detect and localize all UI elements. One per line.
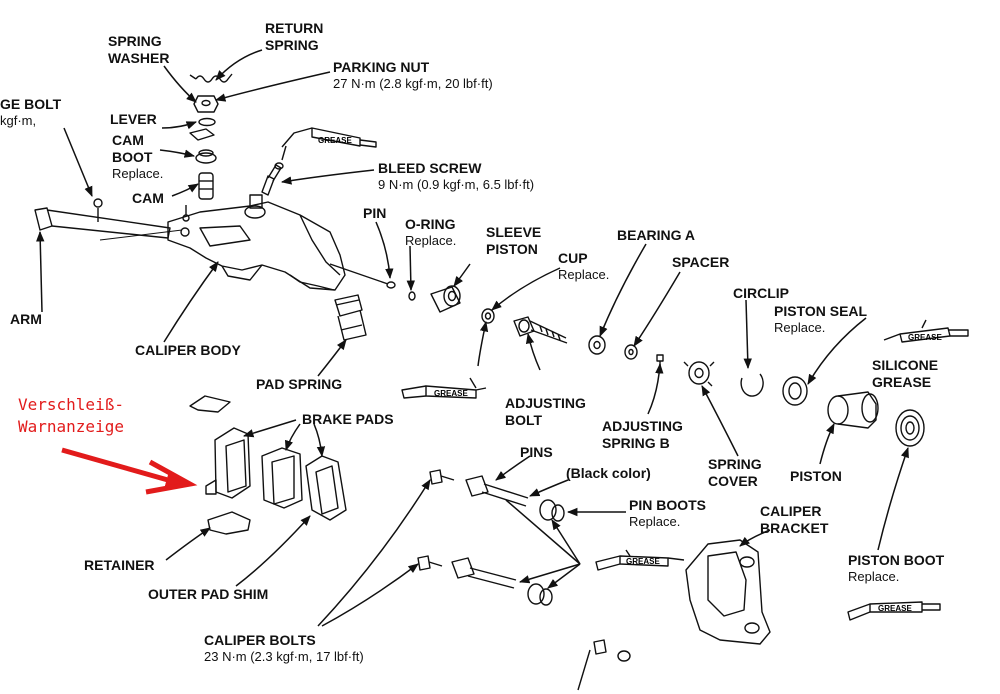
bearing-a-part: [588, 335, 606, 355]
grease-tags: GREASE GREASE GREASE GREASE GREASE: [318, 136, 942, 613]
label-black-color: (Black color): [566, 465, 651, 481]
pad-clip-part: [189, 395, 231, 413]
cam-boot-part: [195, 149, 217, 164]
arm-part: [34, 198, 171, 239]
label-pin: PIN: [363, 205, 387, 221]
label-cup: CUP Replace.: [558, 250, 610, 282]
outer-brake-pad-part: [305, 455, 347, 521]
wear-indicator-arrow: [61, 447, 186, 490]
label-ge-bolt: GE BOLT kgf·m,: [0, 96, 62, 128]
pin-part: [329, 263, 396, 289]
parking-nut-part: [193, 95, 219, 113]
label-pad-spring: PAD SPRING: [256, 376, 343, 392]
label-pin-boots: PIN BOOTS Replace.: [629, 497, 707, 529]
label-cam: CAM: [132, 190, 164, 206]
grease-tag-top: GREASE: [318, 136, 352, 145]
label-silicone-grease: SILICONE GREASE: [872, 357, 939, 390]
grease-tag-middle: GREASE: [626, 557, 660, 566]
label-brake-pads: BRAKE PADS: [302, 411, 394, 427]
grease-tag-right: GREASE: [908, 333, 942, 342]
label-caliper-bolts: CALIPER BOLTS 23 N·m (2.3 kgf·m, 17 lbf·…: [204, 632, 364, 664]
label-bearing-a: BEARING A: [617, 227, 696, 243]
label-spring-washer: SPRING WASHER: [108, 33, 170, 66]
upper-pin-part: [465, 475, 529, 507]
cam-part: [198, 172, 214, 200]
label-caliper-bracket: CALIPER BRACKET: [760, 503, 829, 536]
label-pins: PINS: [520, 444, 553, 460]
grease-tube-left: [401, 377, 487, 399]
circlip-part: [740, 373, 764, 397]
grease-tube-top: [281, 127, 377, 161]
label-cam-boot: CAM BOOT Replace.: [112, 132, 164, 181]
grease-tube-middle: [595, 549, 685, 571]
grease-tube-bottom: [847, 601, 941, 621]
label-piston-boot: PISTON BOOT Replace.: [848, 552, 945, 584]
lever-part: [189, 117, 216, 141]
spacer-part: [624, 344, 638, 360]
label-spring-cover: SPRING COVER: [708, 456, 762, 489]
sleeve-piston-part: [430, 285, 461, 313]
bleed-screw-part: [261, 162, 284, 196]
piston-part: [827, 391, 879, 429]
label-sleeve-piston: SLEEVE PISTON: [486, 224, 542, 257]
pad-spring-part: [334, 294, 367, 341]
label-adjusting-bolt: ADJUSTING BOLT: [505, 395, 586, 428]
label-bleed-screw: BLEED SCREW 9 N·m (0.9 kgf·m, 6.5 lbf·ft…: [378, 160, 535, 192]
caliper-bracket-part: [685, 539, 771, 645]
leader-arrows: [36, 49, 909, 627]
label-outer-pad-shim: OUTER PAD SHIM: [148, 586, 269, 602]
label-adjusting-spring-b: ADJUSTING SPRING B: [602, 418, 683, 451]
lower-pin-part: [451, 557, 517, 589]
grease-tube-right: [883, 319, 969, 343]
return-spring-part: [189, 73, 233, 83]
label-parking-nut: PARKING NUT 27 N·m (2.8 kgf·m, 20 lbf·ft…: [333, 59, 493, 91]
inner-brake-pad-part: [205, 427, 251, 499]
retainer-part: [207, 511, 251, 535]
upper-pin-boot-part: [539, 499, 565, 522]
wear-indicator-annotation: Verschleiß- Warnanzeige: [18, 395, 124, 436]
piston-seal-part: [782, 376, 808, 406]
label-piston-seal: PISTON SEAL Replace.: [774, 303, 868, 335]
grease-tag-bottom: GREASE: [878, 604, 912, 613]
middle-brake-pad-part: [261, 447, 303, 509]
label-piston: PISTON: [790, 468, 842, 484]
label-arm: ARM: [10, 311, 42, 327]
label-caliper-body: CALIPER BODY: [135, 342, 241, 358]
upper-caliper-bolt-part: [429, 469, 455, 485]
label-circlip: CIRCLIP: [733, 285, 789, 301]
label-lever: LEVER: [110, 111, 157, 127]
bracket-bolt-part: [577, 639, 631, 691]
cup-part: [481, 308, 495, 324]
piston-boot-part: [895, 409, 925, 447]
o-ring-part: [408, 291, 416, 301]
caliper-body-part: [167, 194, 346, 291]
label-spacer: SPACER: [672, 254, 730, 270]
label-return-spring: RETURN SPRING: [265, 20, 324, 53]
grease-tag-left: GREASE: [434, 389, 468, 398]
label-retainer: RETAINER: [84, 557, 155, 573]
lower-pin-boot-part: [527, 583, 553, 606]
label-o-ring: O-RING Replace.: [405, 216, 457, 248]
adjusting-bolt-part: [513, 316, 568, 344]
lower-caliper-bolt-part: [417, 555, 443, 571]
spring-cover-part: [683, 361, 715, 387]
